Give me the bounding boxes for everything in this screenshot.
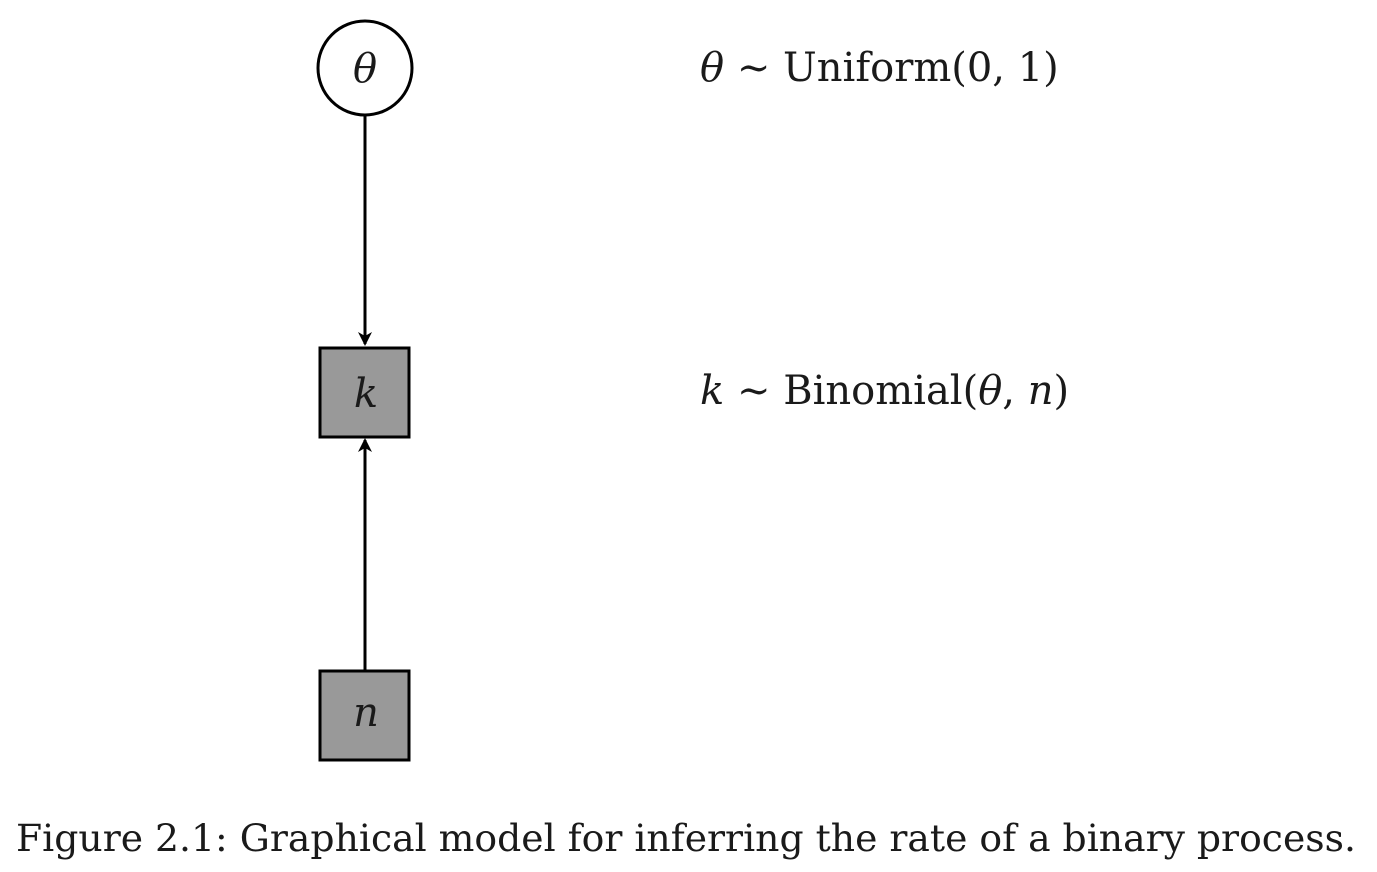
- equation-k-dist-name: Binomial(: [783, 368, 978, 414]
- equation-theta-var: θ: [700, 45, 724, 91]
- node-n-label: n: [353, 690, 379, 736]
- equation-k-close: ): [1054, 368, 1070, 414]
- equation-k-arg-n: n: [1028, 368, 1054, 414]
- equation-theta-dist: Uniform(0, 1): [783, 45, 1059, 91]
- node-k-box: [318, 346, 411, 439]
- node-k: k: [318, 346, 411, 439]
- equation-k: k ∼ Binomial(θ, n): [700, 368, 1069, 414]
- node-n-box: [318, 669, 411, 762]
- equation-k-comma: ,: [1002, 368, 1027, 414]
- equation-k-arg-theta: θ: [978, 368, 1002, 414]
- node-theta-circle: [316, 19, 414, 117]
- equation-k-var: k: [700, 368, 724, 414]
- equation-theta: θ ∼ Uniform(0, 1): [700, 45, 1059, 91]
- equation-k-tilde: ∼: [737, 368, 783, 414]
- node-k-label: k: [354, 371, 378, 417]
- node-theta: θ: [316, 19, 414, 117]
- node-n: n: [318, 669, 411, 762]
- node-theta-label: θ: [353, 46, 377, 92]
- figure-caption: Figure 2.1: Graphical model for inferrin…: [16, 817, 1356, 860]
- equation-theta-tilde: ∼: [737, 45, 783, 91]
